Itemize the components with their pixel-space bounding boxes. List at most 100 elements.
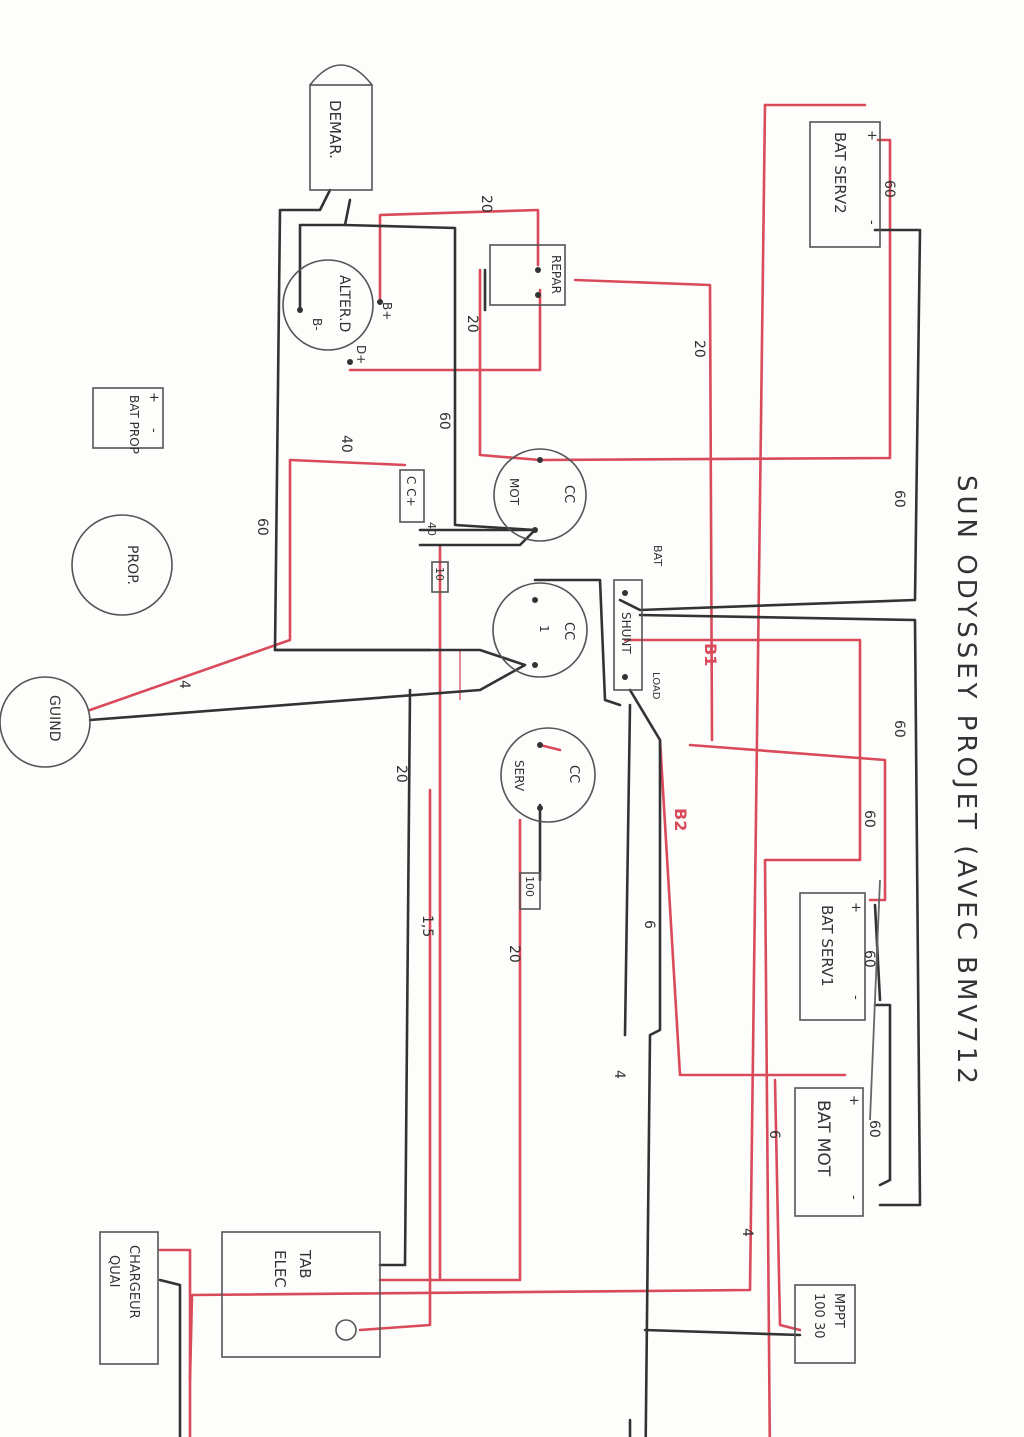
battery-prop-box	[92, 387, 164, 449]
electrical-panel-box	[221, 1231, 381, 1358]
label-40-a: 40	[338, 435, 354, 453]
wire-demar-ground	[273, 188, 432, 652]
cc-serv-cc: CC	[566, 765, 581, 783]
repartiteur-box	[489, 244, 566, 306]
mppt-controller: MPPT 100 30	[794, 1284, 856, 1364]
alternator: ALTER.D B+ B- D+	[282, 259, 394, 364]
electrical-panel: TAB ELEC	[221, 1231, 381, 1358]
wire-bat-link-2	[869, 879, 881, 1121]
wire-ccmot-arrow	[418, 528, 537, 547]
cc-serv-serv: SERV	[512, 760, 526, 792]
alternator-bminus: B-	[310, 318, 324, 331]
repartiteur-label: REPAR	[549, 255, 563, 294]
alternator-bplus: B+	[380, 302, 394, 320]
wire-batserv1-batmot	[873, 1003, 892, 1187]
shunt-box	[613, 579, 643, 691]
wire-alter-repar	[378, 208, 540, 302]
windlass-body	[0, 676, 91, 768]
cc-1-body	[492, 582, 588, 678]
positive-wires	[88, 103, 892, 1437]
electrical-panel-label-1: TAB	[296, 1249, 314, 1279]
wire-ccserv-tab	[378, 818, 522, 1282]
shunt-bat-label: BAT	[651, 545, 664, 566]
terminals	[297, 267, 628, 811]
wire-mppt-pos	[773, 1078, 802, 1332]
cc-serv-switch: CC SERV	[500, 727, 596, 823]
label-60-g: 60	[861, 950, 877, 968]
starter-label: DEMAR.	[326, 100, 344, 159]
battery-mot-plus: +	[846, 1095, 861, 1106]
fuse-100-label: 100	[523, 876, 536, 897]
wire-gauge-labels: 20 20 20 60 60 60 60 60 60 60 60 40 4 40…	[176, 180, 907, 1237]
battery-serv1-plus: +	[848, 902, 863, 913]
propulsion-body	[71, 514, 173, 616]
windlass: GUIND	[0, 676, 91, 768]
battery-mot-box	[794, 1087, 864, 1217]
battery-mot-label: BAT MOT	[813, 1100, 833, 1177]
wire-alter-bminus	[298, 223, 347, 312]
wire-batserv1-b1	[688, 743, 887, 902]
label-4-b: 4	[739, 1228, 755, 1237]
battery-prop: + BAT PROP -	[92, 387, 164, 454]
shore-charger-label-2: QUAI	[106, 1255, 121, 1287]
battery-serv2-plus: +	[864, 130, 879, 141]
cc-1-switch: CC 1	[492, 582, 588, 678]
label-6-b: 6	[766, 1130, 782, 1139]
electrical-panel-label-2: ELEC	[271, 1250, 289, 1288]
wire-guind-positive	[88, 458, 292, 712]
shore-charger: CHARGEUR QUAI	[99, 1231, 159, 1365]
wire-15-tab	[358, 788, 432, 1332]
label-15: 1,5	[419, 915, 435, 937]
wire-repar-alter-dplus	[348, 288, 542, 372]
label-60-c: 60	[254, 518, 270, 536]
fuse-100-box	[519, 872, 541, 910]
diagram-title: SUN ODYSSEY PROJET (AVEC BMV712	[951, 475, 981, 1088]
alternator-label: ALTER.D	[336, 275, 352, 332]
label-20-c: 20	[691, 340, 707, 358]
label-40-b: 4	[176, 680, 192, 689]
fuse-10-box	[431, 561, 449, 593]
mppt-box	[794, 1284, 856, 1364]
cc-plus-box	[399, 469, 425, 523]
label-6-a: 6	[641, 920, 657, 929]
wire-ccmot-batserv2	[478, 138, 892, 462]
battery-serv1-box	[799, 892, 866, 1021]
starter-cap	[309, 64, 373, 86]
cc-plus-fuse: C C+	[399, 469, 425, 523]
label-20-a: 20	[478, 195, 494, 213]
battery-serv2: + - BAT SERV2	[809, 121, 881, 248]
wire-alter-ccmot	[343, 198, 537, 532]
mppt-label-2: 100 30	[811, 1293, 826, 1339]
wire-shunt-down	[623, 703, 632, 1037]
shunt-load-label: LOAD	[650, 672, 661, 700]
label-60-e: 60	[891, 720, 907, 738]
label-60-a: 60	[881, 180, 897, 198]
wire-cc1-shunt	[533, 578, 622, 707]
wire-repar-shunt	[573, 278, 714, 742]
shore-charger-label-1: CHARGEUR	[126, 1245, 141, 1319]
wire-shunt-batserv2-neg	[618, 228, 922, 612]
cc-mot-mot: MOT	[507, 478, 521, 506]
wire-ccserv	[538, 743, 562, 752]
label-60-f: 60	[861, 810, 877, 828]
label-20-d: 20	[393, 765, 409, 783]
electrical-panel-breaker	[335, 1319, 357, 1341]
wire-load-batmot	[658, 738, 847, 1077]
cc-1-cc: CC	[561, 622, 576, 640]
repartiteur: REPAR	[489, 244, 566, 306]
wire-shunt-batserv1	[623, 638, 862, 1437]
label-b2: B2	[671, 808, 690, 831]
label-60-d: 60	[891, 490, 907, 508]
wire-guind-neg	[88, 648, 527, 722]
wire-chargeur-neg	[158, 1278, 632, 1437]
label-20-e: 20	[506, 945, 522, 963]
fuse-10: 10	[431, 561, 449, 593]
mppt-label-1: MPPT	[831, 1293, 846, 1328]
battery-prop-label: BAT PROP	[127, 395, 141, 454]
label-40-c: 40	[425, 522, 438, 536]
propulsion-label: PROP.	[124, 545, 140, 585]
battery-prop-plus: +	[146, 392, 161, 403]
wire-chargeur-pos	[158, 1248, 192, 1437]
wire-shunt-batmot-neg	[638, 613, 922, 1207]
